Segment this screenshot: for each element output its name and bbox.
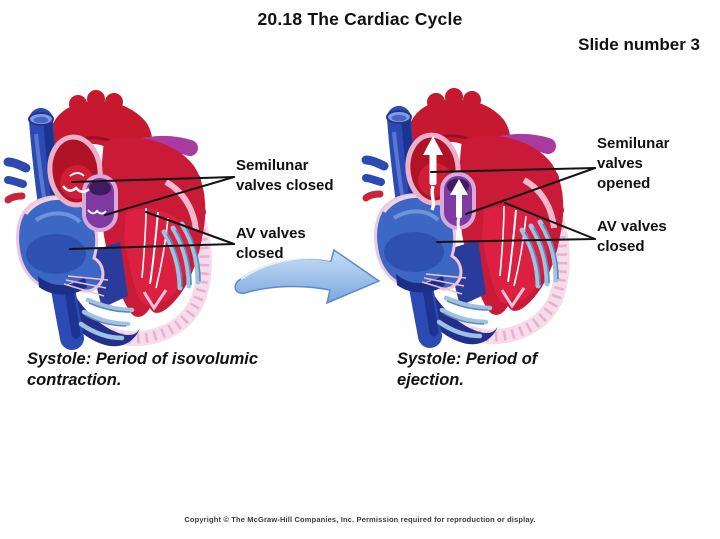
caption-ejection: Systole: Period of ejection. bbox=[397, 350, 538, 390]
blood-flow-arrow-pulmonary bbox=[450, 179, 468, 235]
transition-arrow-icon bbox=[234, 248, 381, 305]
label-semilunar-valves-right: Semilunar valves opened bbox=[597, 135, 670, 192]
caption-isovolumic-contraction: Systole: Period of isovolumic contractio… bbox=[27, 350, 259, 390]
heart-illustration-right bbox=[366, 88, 563, 344]
heart-illustration-left bbox=[8, 90, 205, 346]
label-semilunar-valves-left: Semilunar valves closed bbox=[236, 157, 334, 194]
slide-number-label: Slide number 3 bbox=[578, 35, 700, 54]
pointer-lines bbox=[69, 167, 596, 250]
copyright-notice: Copyright © The McGraw-Hill Companies, I… bbox=[184, 515, 536, 524]
page-title: 20.18 The Cardiac Cycle bbox=[257, 9, 463, 29]
label-av-valves-left: AV valves closed bbox=[236, 225, 306, 262]
blood-flow-arrow-aorta bbox=[423, 136, 443, 211]
label-av-valves-right: AV valves closed bbox=[597, 218, 667, 255]
